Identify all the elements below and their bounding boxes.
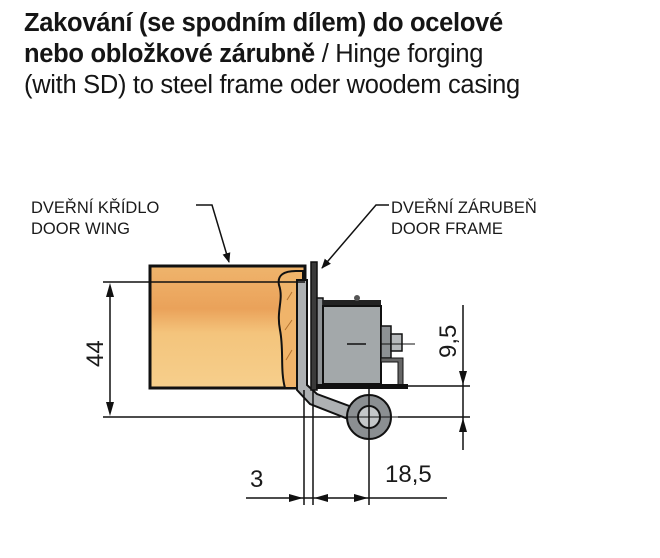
door-wing-label-cz: DVEŘNÍ KŘÍDLO: [31, 198, 160, 217]
hinge-knuckle: [340, 385, 398, 505]
door-wing-label: DVEŘNÍ KŘÍDLO DOOR WING: [31, 198, 160, 238]
title-separator: /: [314, 40, 336, 68]
door-wing-leader: [196, 204, 231, 263]
dimension-9-5-label: 9,5: [435, 325, 462, 358]
door-wing-label-en: DOOR WING: [31, 220, 130, 238]
door-wing: [148, 264, 307, 390]
dimension-9-5: 9,5: [398, 305, 470, 450]
door-frame: [310, 261, 324, 391]
dimension-18-5-label: 18,5: [385, 461, 432, 488]
dimension-44-label: 44: [82, 340, 109, 367]
door-frame-label-en: DOOR FRAME: [391, 220, 503, 238]
title-line-2-cz: nebo obložkové zárubně: [24, 40, 315, 68]
dimension-18-5: 18,5: [354, 461, 432, 502]
diagram-title: Zakování (se spodním dílem) do ocelové n…: [24, 8, 520, 101]
door-frame-leader: [321, 204, 389, 269]
door-frame-label: DVEŘNÍ ZÁRUBEŇ DOOR FRAME: [391, 198, 537, 238]
title-line-1: Zakování (se spodním dílem) do ocelové: [24, 9, 503, 37]
hinge-body: [316, 295, 415, 389]
title-line-2-en: Hinge forging: [335, 40, 484, 68]
dimension-44: 44: [82, 281, 340, 418]
door-frame-label-cz: DVEŘNÍ ZÁRUBEŇ: [391, 198, 537, 217]
dimension-3: 3: [246, 466, 447, 502]
title-line-3: (with SD) to steel frame oder woodem cas…: [24, 71, 520, 99]
dimension-3-label: 3: [250, 466, 263, 493]
